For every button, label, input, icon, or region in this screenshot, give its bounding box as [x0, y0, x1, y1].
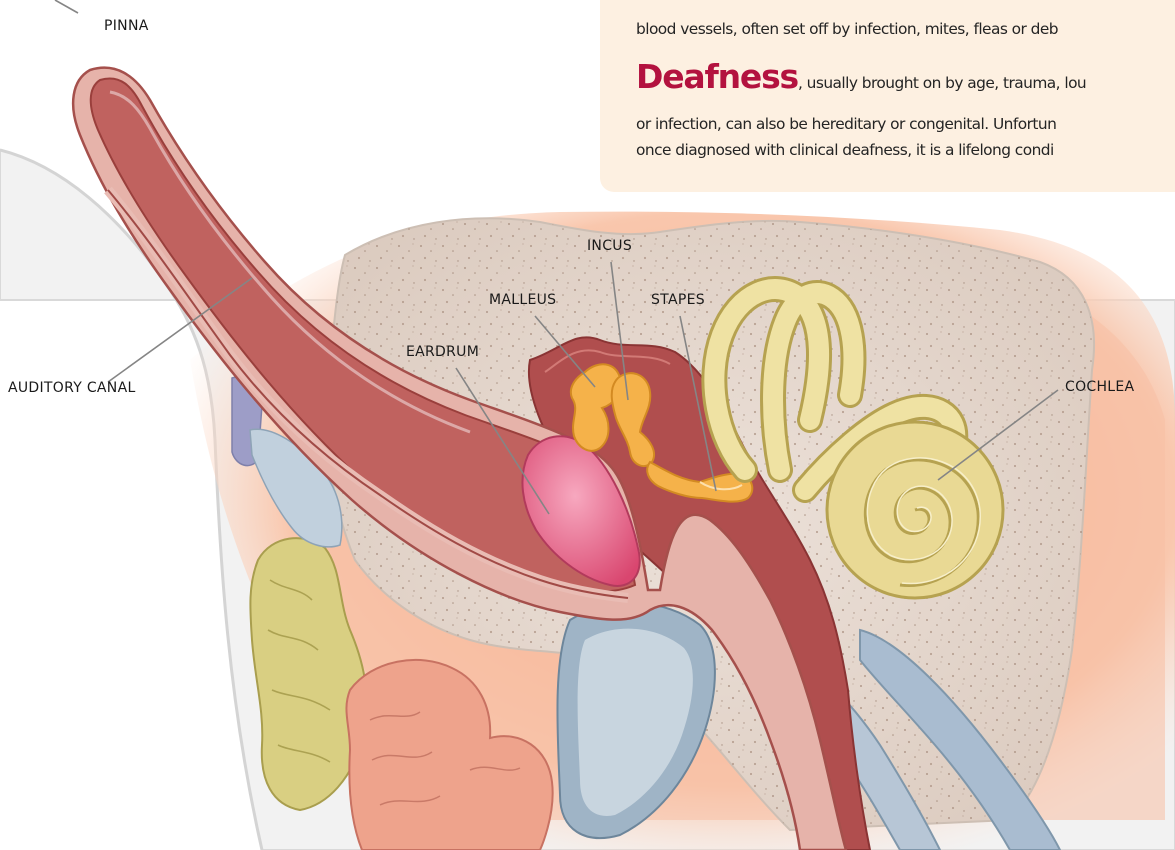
label-auditory-canal: AUDITORY CANAL	[8, 380, 136, 396]
info-line-partial: blood vessels, often set off by infectio…	[636, 20, 1058, 38]
deafness-paragraph-line2: or infection, can also be hereditary or …	[636, 115, 1056, 133]
label-incus: INCUS	[587, 238, 632, 254]
deafness-paragraph-line1: Deafness, usually brought on by age, tra…	[636, 57, 1086, 96]
deafness-term: Deafness	[636, 57, 798, 96]
label-cochlea: COCHLEA	[1065, 379, 1134, 395]
label-eardrum: EARDRUM	[406, 344, 479, 360]
label-malleus: MALLEUS	[489, 292, 556, 308]
label-pinna: PINNA	[104, 18, 149, 34]
label-stapes: STAPES	[651, 292, 705, 308]
deafness-paragraph-line3: once diagnosed with clinical deafness, i…	[636, 141, 1054, 159]
deafness-line1-text: , usually brought on by age, trauma, lou	[798, 74, 1086, 92]
pinna-leader	[55, 0, 78, 13]
